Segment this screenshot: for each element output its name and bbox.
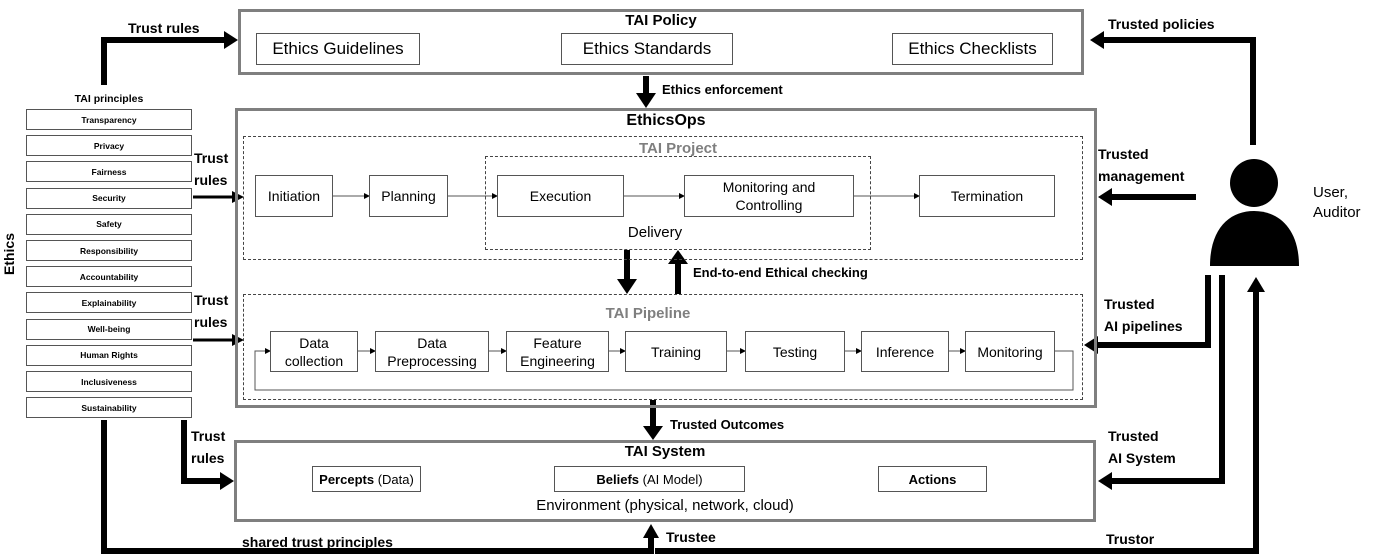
principle-item: Explainability — [26, 292, 192, 314]
percepts-detail: (Data) — [377, 471, 414, 487]
stage-monitoring-controlling: Monitoring and Controlling — [684, 175, 854, 217]
label-trust-system-1: Trust — [191, 428, 226, 444]
principle-item: Security — [26, 187, 192, 209]
label-trusted-management-1: Trusted — [1098, 146, 1149, 162]
user-auditor-label: User, Auditor — [1313, 184, 1361, 221]
label-shared-trust-principles: shared trust principles — [242, 534, 393, 550]
principle-item: Privacy — [26, 135, 192, 157]
ethics-guidelines-box: Ethics Guidelines — [256, 33, 420, 65]
tai-project-title: TAI Project — [638, 140, 718, 157]
label-trust-system-2: rules — [191, 450, 225, 466]
label-trusted-pipelines-2: AI pipelines — [1104, 318, 1183, 334]
beliefs-detail: (AI Model) — [642, 471, 703, 487]
principle-item: Inclusiveness — [26, 371, 192, 392]
thick-connectors — [101, 37, 1259, 554]
ethics-checklists-box: Ethics Checklists — [892, 33, 1053, 65]
tai-principles-title: TAI principles — [74, 93, 144, 105]
tai-pipeline-title: TAI Pipeline — [605, 305, 691, 322]
tai-project-frame — [243, 136, 1083, 260]
label-trustor: Trustor — [1106, 531, 1155, 547]
delivery-label: Delivery — [627, 224, 683, 241]
label-trusted-system-1: Trusted — [1108, 428, 1159, 444]
principle-item: Safety — [26, 213, 192, 235]
label-trusted-policies: Trusted policies — [1108, 16, 1215, 32]
user-auditor-icon — [1196, 145, 1314, 275]
beliefs-label: Beliefs — [596, 471, 640, 487]
label-ethics-enforcement: Ethics enforcement — [662, 82, 783, 97]
label-trusted-management-2: management — [1098, 168, 1185, 184]
label-trusted-outcomes: Trusted Outcomes — [670, 417, 785, 432]
principle-item: Human Rights — [26, 344, 192, 366]
medium-connectors — [193, 195, 234, 342]
tai-pipeline-frame — [243, 294, 1083, 400]
stage-monitoring: Monitoring — [965, 331, 1055, 372]
label-trustee: Trustee — [666, 529, 716, 545]
label-trust-project-2: rules — [194, 172, 228, 188]
principle-item: Fairness — [26, 161, 192, 183]
stage-testing: Testing — [745, 331, 845, 372]
stage-data-preprocessing: Data Preprocessing — [375, 331, 489, 372]
stage-training: Training — [625, 331, 727, 372]
principle-item: Transparency — [26, 109, 192, 130]
environment-label: Environment (physical, network, cloud) — [536, 497, 794, 514]
actions-box: Actions — [878, 466, 987, 492]
label-trust-rules-top: Trust rules — [128, 20, 200, 36]
label-trust-pipeline-2: rules — [194, 314, 228, 330]
ethicsops-panel — [235, 108, 1097, 408]
ethics-standards-box: Ethics Standards — [561, 33, 733, 65]
label-trust-pipeline-1: Trust — [194, 292, 229, 308]
ethicsops-title: EthicsOps — [626, 112, 706, 129]
percepts-box: Percepts (Data) — [312, 466, 421, 492]
ethics-side-label: Ethics — [1, 232, 18, 276]
percepts-label: Percepts — [319, 471, 375, 487]
principle-item: Accountability — [26, 266, 192, 288]
label-trusted-pipelines-1: Trusted — [1104, 296, 1155, 312]
tai-policy-title: TAI Policy — [625, 12, 697, 29]
delivery-frame — [485, 156, 871, 250]
principle-item: Sustainability — [26, 397, 192, 419]
label-end-to-end: End-to-end Ethical checking — [693, 265, 868, 280]
stage-execution: Execution — [497, 175, 624, 217]
stage-initiation: Initiation — [255, 175, 333, 217]
tai-system-title: TAI System — [624, 443, 706, 460]
stage-planning: Planning — [369, 175, 448, 217]
beliefs-box: Beliefs (AI Model) — [554, 466, 745, 492]
label-trusted-system-2: AI System — [1108, 450, 1176, 466]
stage-data-collection: Data collection — [270, 331, 358, 372]
stage-inference: Inference — [861, 331, 949, 372]
stage-feature-engineering: Feature Engineering — [506, 331, 609, 372]
label-trust-project-1: Trust — [194, 150, 229, 166]
stage-termination: Termination — [919, 175, 1055, 217]
principle-item: Well-being — [26, 318, 192, 340]
principle-item: Responsibility — [26, 240, 192, 261]
